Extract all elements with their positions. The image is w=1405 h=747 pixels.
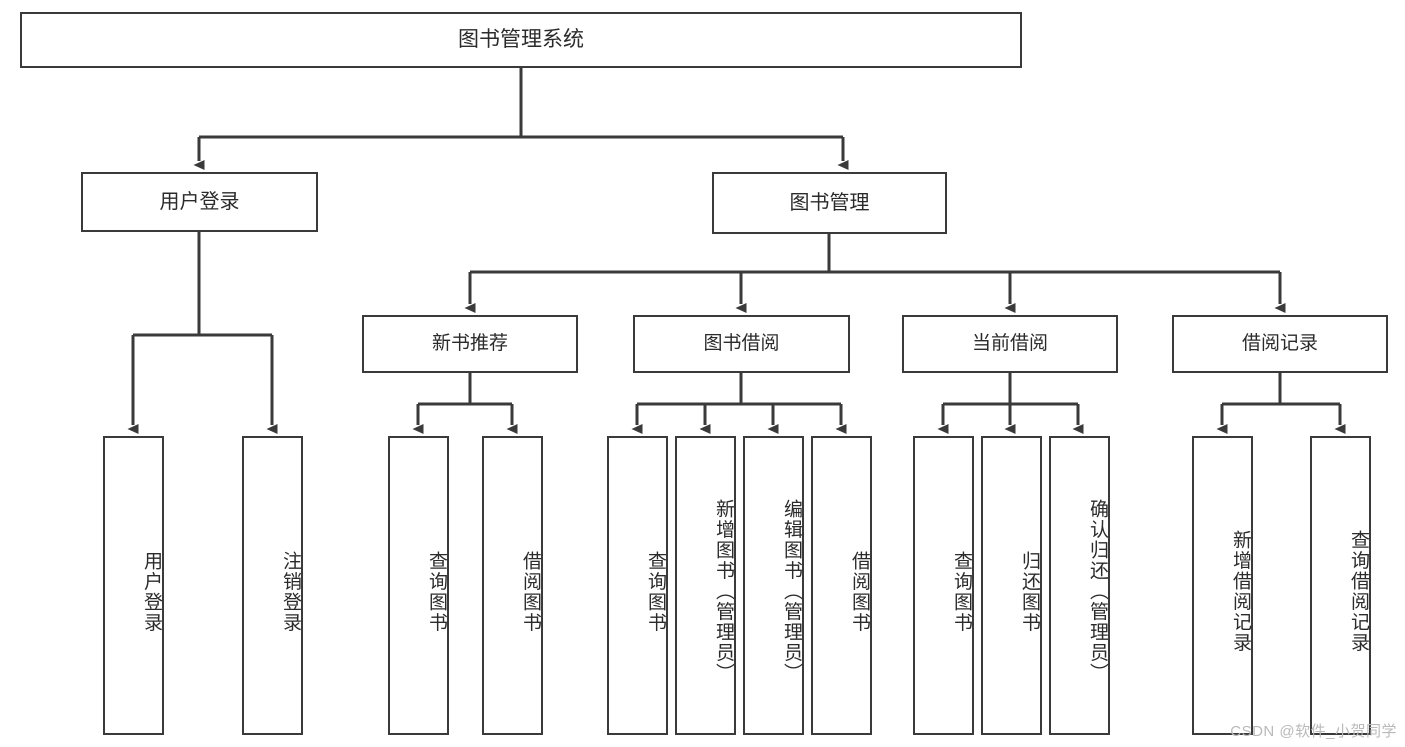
leaf-user-login-logout[interactable]: 注销登录 xyxy=(242,436,303,735)
node-book-management-label: 图书管理 xyxy=(789,191,870,214)
leaf-label: 归还图书 xyxy=(1019,550,1040,633)
leaf-label: 注销登录 xyxy=(280,550,301,633)
leaf-book-borrow-query[interactable]: 查询图书 xyxy=(607,436,668,735)
node-user-login-label: 用户登录 xyxy=(159,190,240,213)
leaf-label: 用户登录 xyxy=(141,550,162,633)
leaf-label: 查询图书 xyxy=(645,550,666,633)
node-current-borrow-label: 当前借阅 xyxy=(971,333,1048,355)
leaf-label: 查询图书 xyxy=(426,550,447,633)
leaf-borrow-record-add[interactable]: 新增借阅记录 xyxy=(1192,436,1253,735)
leaf-borrow-record-query[interactable]: 查询借阅记录 xyxy=(1310,436,1371,735)
leaf-current-borrow-return[interactable]: 归还图书 xyxy=(981,436,1042,735)
leaf-book-borrow-edit[interactable]: 编辑图书（管理员） xyxy=(743,436,804,735)
node-new-book-recommend-label: 新书推荐 xyxy=(431,333,508,355)
leaf-user-login-login[interactable]: 用户登录 xyxy=(103,436,164,735)
node-current-borrow[interactable]: 当前借阅 xyxy=(902,315,1118,373)
leaf-label: 查询图书 xyxy=(951,550,972,633)
node-root[interactable]: 图书管理系统 xyxy=(20,12,1022,68)
node-book-management[interactable]: 图书管理 xyxy=(712,172,947,234)
leaf-label: 确认归还（管理员） xyxy=(1087,499,1108,684)
leaf-label: 借阅图书 xyxy=(520,550,541,633)
leaf-label: 新增图书（管理员） xyxy=(713,499,734,684)
node-root-label: 图书管理系统 xyxy=(458,28,584,52)
leaf-current-borrow-query[interactable]: 查询图书 xyxy=(913,436,974,735)
node-book-borrow[interactable]: 图书借阅 xyxy=(633,315,850,373)
node-user-login[interactable]: 用户登录 xyxy=(81,172,318,232)
leaf-label: 借阅图书 xyxy=(849,550,870,633)
leaf-new-book-query[interactable]: 查询图书 xyxy=(388,436,449,735)
node-new-book-recommend[interactable]: 新书推荐 xyxy=(362,315,578,373)
leaf-label: 查询借阅记录 xyxy=(1348,530,1369,653)
node-book-borrow-label: 图书借阅 xyxy=(703,333,780,355)
node-borrow-record-label: 借阅记录 xyxy=(1241,333,1318,355)
node-borrow-record[interactable]: 借阅记录 xyxy=(1172,315,1388,373)
leaf-label: 新增借阅记录 xyxy=(1230,530,1251,653)
leaf-book-borrow-add[interactable]: 新增图书（管理员） xyxy=(675,436,736,735)
leaf-label: 编辑图书（管理员） xyxy=(781,499,802,684)
leaf-current-borrow-confirm-return[interactable]: 确认归还（管理员） xyxy=(1049,436,1110,735)
leaf-book-borrow-borrow[interactable]: 借阅图书 xyxy=(811,436,872,735)
leaf-new-book-borrow[interactable]: 借阅图书 xyxy=(482,436,543,735)
